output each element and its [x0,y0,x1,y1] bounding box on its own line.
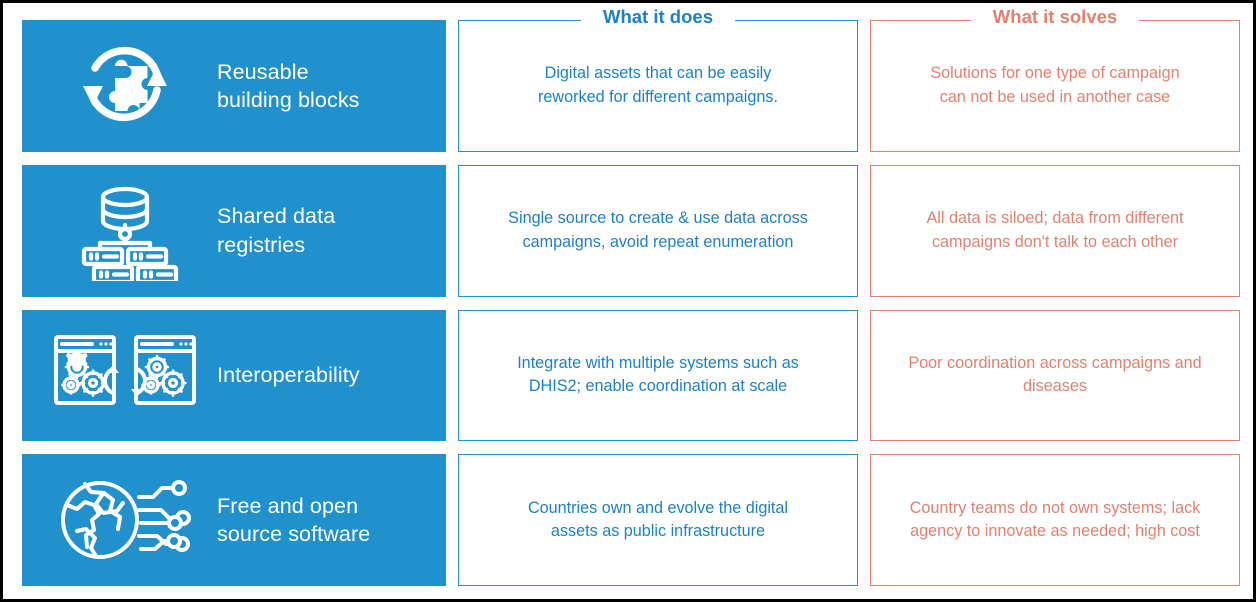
what-it-does-cell-row3: Integrate with multiple systems such as … [458,309,858,442]
two-windows-gears-sync-icon [32,310,217,442]
feature-comparison-grid: Reusable building blocks What it does Di… [22,7,1240,586]
column-header-what-it-solves: What it solves [970,7,1140,27]
what-it-solves-cell-row2: All data is siloed; data from different … [870,164,1240,297]
what-it-solves-cell-row1: What it solves Solutions for one type of… [870,7,1240,152]
cell-text: Poor coordination across campaigns and d… [908,353,1202,396]
cell-text: Countries own and evolve the digital ass… [527,498,789,541]
cell-text: Single source to create & use data acros… [508,209,808,251]
feature-panel-shared-data-registries: Shared data registries [22,164,446,297]
gap [446,20,458,152]
gap [858,454,870,586]
feature-label: Shared data registries [217,204,336,257]
cell-text: Digital assets that can be easily rework… [538,64,778,106]
database-server-racks-icon [32,165,217,297]
feature-panel-reusable-building-blocks: Reusable building blocks [22,20,446,152]
what-it-does-cell-row2: Single source to create & use data acros… [458,164,858,297]
gap [858,20,870,152]
cell-text: Integrate with multiple systems such as … [517,353,799,396]
what-it-solves-cell-row4: Country teams do not own systems; lack a… [870,454,1240,586]
feature-label: Reusable building blocks [217,59,360,112]
what-it-does-cell-row4: Countries own and evolve the digital ass… [458,454,858,586]
gap [446,165,458,297]
feature-label: Interoperability [217,363,360,388]
cell-text: All data is siloed; data from different … [926,209,1184,251]
feature-label: Free and open source software [217,493,371,547]
column-header-what-it-does: What it does [581,7,735,27]
cell-text: Solutions for one type of campaign can n… [930,64,1180,106]
gap [858,165,870,297]
feature-panel-interoperability: Interoperability [22,309,446,442]
what-it-solves-cell-row3: Poor coordination across campaigns and d… [870,309,1240,442]
gap [858,310,870,442]
gap [446,310,458,442]
gap [446,454,458,586]
feature-panel-free-open-source-software: Free and open source software [22,454,446,586]
cell-text: Country teams do not own systems; lack a… [909,498,1201,541]
globe-circuit-network-icon [32,454,217,586]
puzzle-piece-recycle-icon [32,20,217,152]
what-it-does-cell-row1: What it does Digital assets that can be … [458,7,858,152]
